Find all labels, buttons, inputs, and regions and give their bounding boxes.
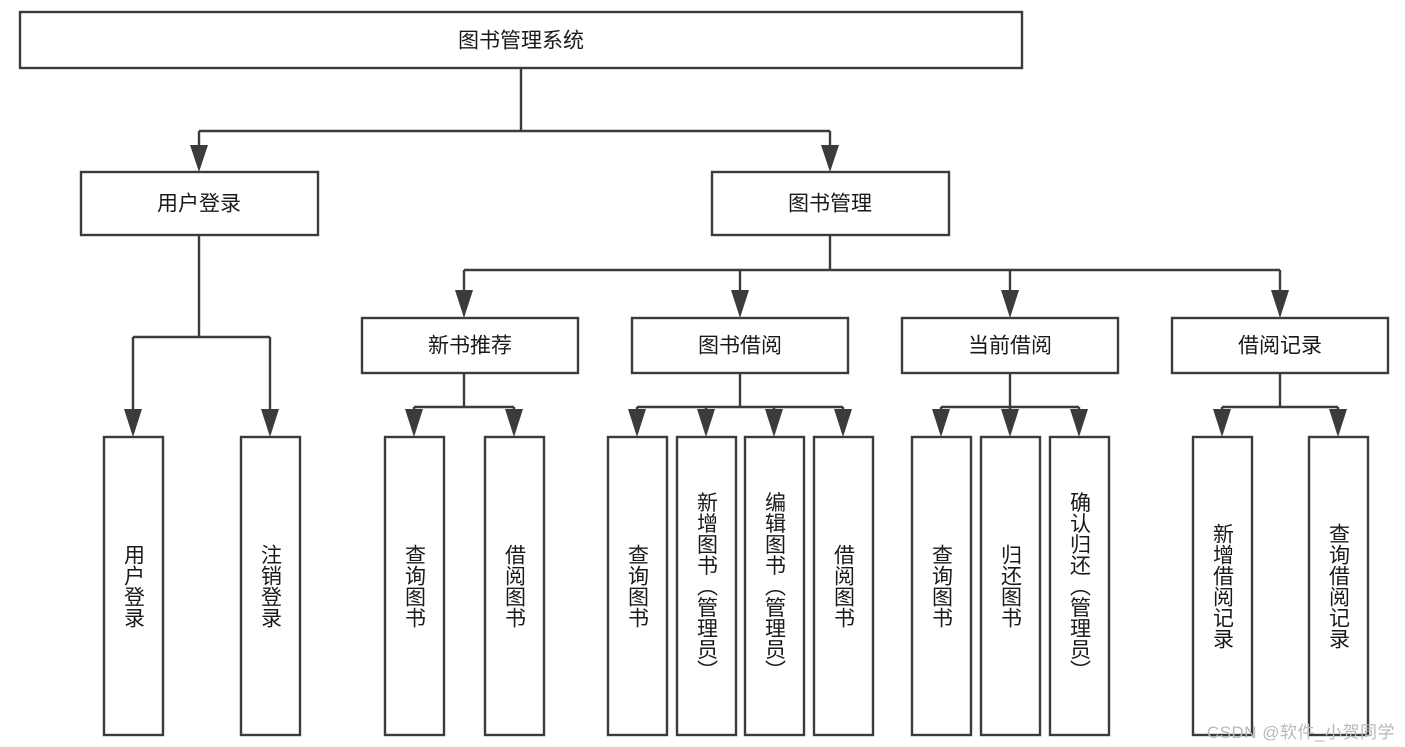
leaf-current-confirm[interactable]: 确认归还（管理员）: [1048, 435, 1111, 737]
leaf-current-return-box[interactable]: [979, 435, 1042, 737]
node-root[interactable]: 图书管理系统: [18, 10, 1024, 70]
node-root-box[interactable]: [18, 10, 1024, 70]
node-book-management-label: 图书管理: [788, 193, 872, 216]
leaf-borrow-query-box[interactable]: [606, 435, 669, 737]
node-borrow-record-label: 借阅记录: [1238, 335, 1322, 358]
leaf-borrow-edit-box[interactable]: [743, 435, 806, 737]
node-user-login[interactable]: 用户登录: [79, 170, 320, 237]
arrow-head-icon: [628, 409, 646, 437]
arrow-head-icon: [405, 409, 423, 437]
node-root-label: 图书管理系统: [458, 30, 584, 53]
arrow-head-icon: [455, 290, 473, 318]
leaf-record-query-label: 查询借阅记录: [1327, 523, 1351, 649]
arrow-head-icon: [1001, 290, 1019, 318]
node-borrow-record[interactable]: 借阅记录: [1170, 316, 1390, 375]
node-book-borrow-label: 图书借阅: [698, 335, 782, 358]
node-book-borrow-box[interactable]: [630, 316, 850, 375]
node-book-management-box[interactable]: [710, 170, 951, 237]
node-book-borrow[interactable]: 图书借阅: [630, 316, 850, 375]
leaf-borrow-query-label: 查询图书: [626, 544, 650, 628]
node-user-login-label: 用户登录: [157, 193, 241, 216]
node-new-book-recommend-box[interactable]: [360, 316, 580, 375]
arrow-head-icon: [1001, 409, 1019, 437]
leaf-borrow-edit[interactable]: 编辑图书（管理员）: [743, 435, 806, 737]
node-borrow-record-box[interactable]: [1170, 316, 1390, 375]
leaf-record-query-box[interactable]: [1307, 435, 1370, 737]
arrow-head-icon: [124, 409, 142, 437]
leaf-logout-box[interactable]: [239, 435, 302, 737]
leaf-logout-label: 注销登录: [259, 544, 283, 628]
leaf-current-return[interactable]: 归还图书: [979, 435, 1042, 737]
leaf-borrow-book-label: 借阅图书: [832, 544, 856, 628]
arrow-head-icon: [261, 409, 279, 437]
leaf-borrow-query[interactable]: 查询图书: [606, 435, 669, 737]
node-current-borrow-label: 当前借阅: [968, 335, 1052, 358]
leaf-borrow-book-box[interactable]: [812, 435, 875, 737]
leaf-newbook-borrow-label: 借阅图书: [503, 544, 527, 628]
leaf-user-login-box[interactable]: [102, 435, 165, 737]
leaf-borrow-add-box[interactable]: [675, 435, 738, 737]
leaf-current-query-label: 查询图书: [930, 544, 954, 628]
arrow-head-icon: [932, 409, 950, 437]
leaf-newbook-borrow[interactable]: 借阅图书: [483, 435, 546, 737]
leaf-record-query[interactable]: 查询借阅记录: [1307, 435, 1370, 737]
arrow-head-icon: [1070, 409, 1088, 437]
leaf-record-add-box[interactable]: [1191, 435, 1254, 737]
leaf-current-query-box[interactable]: [910, 435, 973, 737]
connectors-group: [124, 68, 1347, 437]
leaf-newbook-query-label: 查询图书: [403, 544, 427, 628]
arrow-head-icon: [1271, 290, 1289, 318]
csdn-watermark: CSDN @软件_小贺同学: [1206, 723, 1395, 742]
leaf-record-add-label: 新增借阅记录: [1211, 523, 1235, 649]
leaf-record-add[interactable]: 新增借阅记录: [1191, 435, 1254, 737]
leaf-newbook-borrow-box[interactable]: [483, 435, 546, 737]
node-book-management[interactable]: 图书管理: [710, 170, 951, 237]
arrow-head-icon: [505, 409, 523, 437]
leaf-borrow-add-label: 新增图书（管理员）: [695, 492, 719, 681]
leaf-current-confirm-box[interactable]: [1048, 435, 1111, 737]
leaf-user-login[interactable]: 用户登录: [102, 435, 165, 737]
node-current-borrow-box[interactable]: [900, 316, 1120, 375]
arrow-head-icon: [1213, 409, 1231, 437]
arrow-head-icon: [834, 409, 852, 437]
leaf-newbook-query-box[interactable]: [383, 435, 446, 737]
node-new-book-recommend[interactable]: 新书推荐: [360, 316, 580, 375]
leaf-current-confirm-label: 确认归还（管理员）: [1068, 492, 1092, 681]
node-user-login-box[interactable]: [79, 170, 320, 237]
arrow-head-icon: [731, 290, 749, 318]
leaf-borrow-add[interactable]: 新增图书（管理员）: [675, 435, 738, 737]
arrow-head-icon: [1329, 409, 1347, 437]
leaf-logout[interactable]: 注销登录: [239, 435, 302, 737]
leaf-current-query[interactable]: 查询图书: [910, 435, 973, 737]
arrow-head-icon: [821, 145, 839, 172]
leaf-borrow-edit-label: 编辑图书（管理员）: [763, 492, 787, 681]
leaf-current-return-label: 归还图书: [999, 544, 1023, 628]
node-new-book-recommend-label: 新书推荐: [428, 335, 512, 358]
node-current-borrow[interactable]: 当前借阅: [900, 316, 1120, 375]
arrow-head-icon: [190, 145, 208, 172]
arrow-head-icon: [697, 409, 715, 437]
leaf-newbook-query[interactable]: 查询图书: [383, 435, 446, 737]
leaf-user-login-label: 用户登录: [122, 544, 146, 628]
leaf-borrow-book[interactable]: 借阅图书: [812, 435, 875, 737]
arrow-head-icon: [765, 409, 783, 437]
